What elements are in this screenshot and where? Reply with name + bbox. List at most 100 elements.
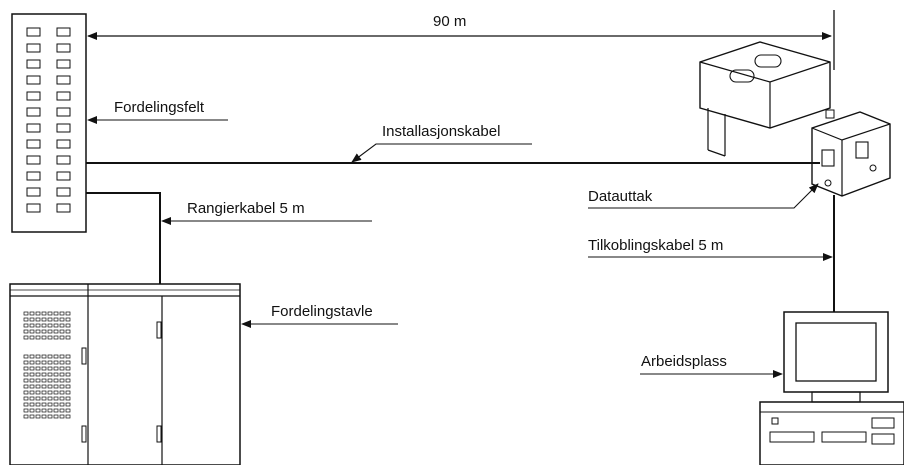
vent-slot: [23, 384, 29, 389]
patch-port: [26, 171, 41, 181]
vent-slot: [53, 354, 59, 359]
vent-slot: [59, 408, 65, 413]
vent-slot: [53, 402, 59, 407]
vent-slot: [29, 384, 35, 389]
vent-slot: [53, 329, 59, 334]
patch-port: [26, 187, 41, 197]
vent-slot: [53, 311, 59, 316]
patch-port: [56, 203, 71, 213]
vent-slot: [65, 402, 71, 407]
patch-panel: [11, 13, 87, 233]
vent-slot: [35, 329, 41, 334]
patch-port: [26, 139, 41, 149]
vent-slot: [47, 402, 53, 407]
patch-port: [26, 107, 41, 117]
patch-port: [56, 75, 71, 85]
vent-slot: [59, 402, 65, 407]
vent-slot: [41, 408, 47, 413]
distance-label: 90 m: [433, 13, 466, 30]
patch-port: [26, 43, 41, 53]
vent-slot: [53, 390, 59, 395]
vent-slot: [65, 408, 71, 413]
vent-slot: [65, 323, 71, 328]
patch-port: [56, 107, 71, 117]
distribution-panel-label: Fordelingsfelt: [114, 99, 205, 116]
vent-slot: [35, 384, 41, 389]
data-outlet-arrow: [588, 183, 819, 209]
vent-slot: [35, 402, 41, 407]
vent-slot: [53, 335, 59, 340]
vent-slot: [53, 366, 59, 371]
patch-port: [56, 27, 71, 37]
vent-slot: [23, 354, 29, 359]
vent-slot: [41, 414, 47, 419]
vent-slot: [65, 354, 71, 359]
vent-slot: [35, 414, 41, 419]
vent-slot: [41, 402, 47, 407]
vent-slot: [65, 372, 71, 377]
vent-slot: [23, 335, 29, 340]
vent-slot: [29, 360, 35, 365]
vent-slot: [29, 396, 35, 401]
vent-slot: [47, 396, 53, 401]
installation-cable-label: Installasjonskabel: [382, 123, 500, 140]
vent-slot: [47, 335, 53, 340]
vent-slot: [29, 311, 35, 316]
vent-slot: [53, 317, 59, 322]
vent-slot: [23, 311, 29, 316]
data-outlet: [699, 41, 891, 197]
vent-slot: [53, 360, 59, 365]
vent-slot: [29, 390, 35, 395]
vent-slot: [53, 408, 59, 413]
vent-slot: [59, 354, 65, 359]
vent-slot: [23, 329, 29, 334]
vent-slot: [41, 396, 47, 401]
vent-slot: [59, 317, 65, 322]
vent-slot: [47, 360, 53, 365]
vent-slot: [65, 378, 71, 383]
patch-cable-label: Rangierkabel 5 m: [187, 200, 305, 217]
vent-slot: [59, 414, 65, 419]
vent-slot: [41, 354, 47, 359]
patch-port: [56, 123, 71, 133]
vent-slot: [41, 311, 47, 316]
vent-slot: [65, 414, 71, 419]
vent-slot: [23, 317, 29, 322]
vent-slot: [29, 414, 35, 419]
vent-slot: [65, 366, 71, 371]
vent-slot: [35, 390, 41, 395]
vent-slot: [35, 396, 41, 401]
vent-slot: [53, 396, 59, 401]
vent-slot: [29, 329, 35, 334]
patch-port: [26, 91, 41, 101]
vent-slot: [47, 329, 53, 334]
vent-slot: [23, 323, 29, 328]
vent-slot: [29, 354, 35, 359]
vent-slot: [23, 396, 29, 401]
vent-slot: [41, 329, 47, 334]
patch-port: [26, 123, 41, 133]
vent-slot: [65, 360, 71, 365]
distribution-cabinet: [9, 283, 241, 465]
vent-slot: [65, 311, 71, 316]
vent-slot: [41, 323, 47, 328]
vent-slot: [65, 390, 71, 395]
vent-slot: [23, 402, 29, 407]
vent-slot: [59, 390, 65, 395]
patch-port: [56, 171, 71, 181]
vent-slot: [53, 414, 59, 419]
vent-slot: [59, 378, 65, 383]
vent-slot: [35, 360, 41, 365]
vent-slot: [41, 366, 47, 371]
vent-slot: [41, 372, 47, 377]
vent-slot: [47, 354, 53, 359]
vent-slot: [47, 372, 53, 377]
vent-slot: [65, 384, 71, 389]
vent-slot: [53, 323, 59, 328]
connection-cable-label: Tilkoblingskabel 5 m: [588, 237, 723, 254]
vent-slot: [35, 372, 41, 377]
vent-slot: [23, 360, 29, 365]
vent-slot: [59, 384, 65, 389]
vent-slot: [35, 317, 41, 322]
